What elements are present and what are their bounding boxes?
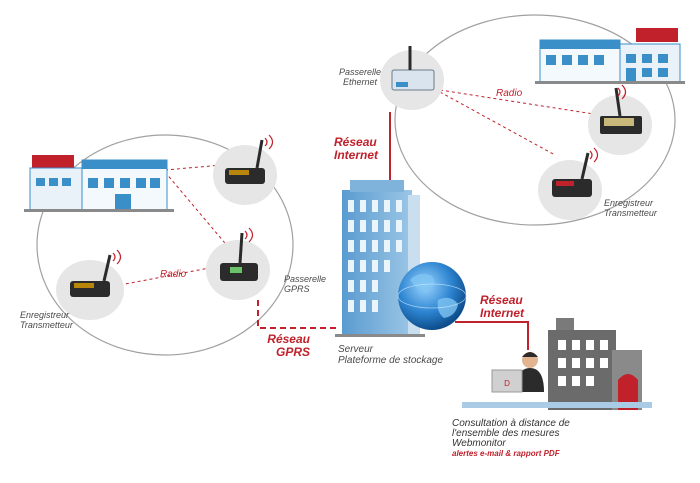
ethernet-gateway-label: Passerelle Ethernet	[338, 67, 382, 87]
alerts-label: alertes e-mail & rapport PDF	[452, 449, 560, 458]
right-building-icon	[535, 28, 685, 84]
person-icon	[516, 352, 544, 392]
consultation-label: Consultation à distance de l'ensemble de…	[452, 418, 570, 459]
server-label: Serveur Plateforme de stockage	[338, 344, 444, 366]
logger-device-icon	[538, 147, 602, 220]
internet-right-link	[455, 321, 529, 350]
internet-right-label: Réseau Internet	[480, 293, 525, 320]
ethernet-gateway-icon	[380, 46, 444, 110]
internet-top-label: Réseau Internet	[334, 135, 379, 162]
server-tower-icon	[335, 180, 425, 337]
radio-left-label: Radio	[160, 269, 187, 280]
left-network-orbit	[36, 134, 294, 356]
logger-left-label: Enregistreur Transmetteur	[20, 310, 73, 330]
logger-device-icon	[588, 84, 652, 155]
laptop-icon: D	[491, 369, 523, 393]
gprs-gateway-label: Passerelle GPRS	[284, 274, 327, 294]
gprs-gateway-icon	[206, 227, 270, 300]
left-building-icon	[24, 155, 174, 212]
desk	[462, 402, 652, 408]
gprs-link	[257, 300, 338, 329]
radio-right-label: Radio	[496, 88, 523, 99]
right-network-orbit	[394, 14, 676, 226]
globe-icon	[397, 262, 467, 330]
logger-right-label: Enregistreur Transmetteur	[604, 198, 657, 218]
svg-text:D: D	[504, 379, 510, 388]
gprs-network-label: Réseau GPRS	[267, 332, 310, 359]
logger-device-icon	[56, 249, 124, 320]
logger-device-icon	[213, 134, 277, 205]
office-building-icon	[548, 318, 642, 410]
